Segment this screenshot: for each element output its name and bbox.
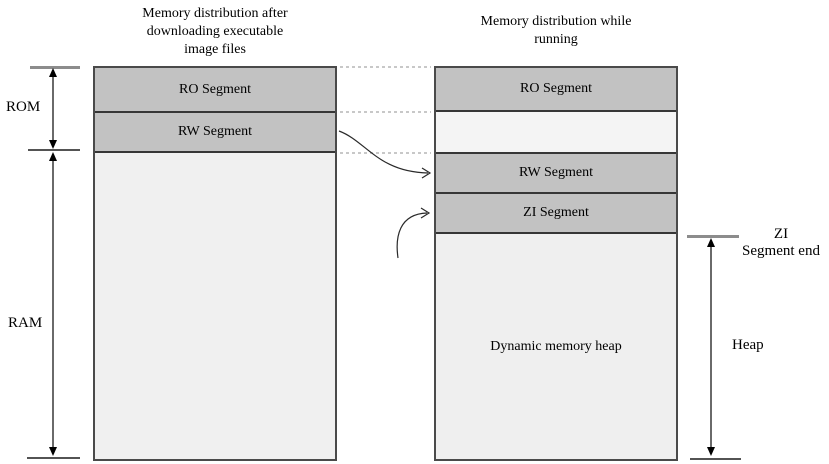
right-memory-column: RO Segment RW Segment ZI Segment Dynamic… xyxy=(434,66,678,461)
dashed-connector-lines xyxy=(340,66,431,154)
zi-relocation-arrow xyxy=(396,207,431,259)
rw-relocation-arrow xyxy=(338,130,432,179)
right-zi-segment: ZI Segment xyxy=(436,194,676,234)
left-column-title: Memory distribution after downloading ex… xyxy=(142,6,288,57)
heap-label: Heap xyxy=(732,337,764,353)
left-ro-segment: RO Segment xyxy=(95,68,335,113)
ram-label: RAM xyxy=(8,315,43,331)
right-empty-gap xyxy=(436,112,676,154)
right-ro-segment: RO Segment xyxy=(436,68,676,112)
right-rw-segment: RW Segment xyxy=(436,154,676,194)
rom-label: ROM xyxy=(6,99,41,115)
left-rw-segment: RW Segment xyxy=(95,113,335,153)
right-column-title: Memory distribution while running xyxy=(480,14,632,47)
dynamic-memory-heap-area: Dynamic memory heap xyxy=(436,234,676,459)
left-memory-column: RO Segment RW Segment xyxy=(93,66,337,461)
left-free-ram-area xyxy=(95,153,335,459)
zi-segment-end-label: ZI Segment end xyxy=(742,226,820,259)
ram-extent-arrow xyxy=(27,152,80,459)
